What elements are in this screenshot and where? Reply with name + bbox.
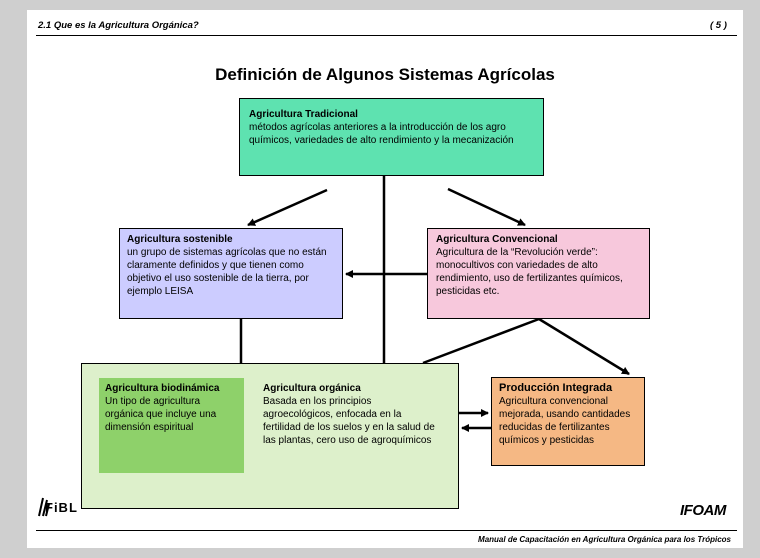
slide: 2.1 Que es la Agricultura Orgánica? ( 5 …	[27, 10, 743, 548]
box-title: Agricultura biodinámica	[105, 383, 220, 394]
box-agricultura-sostenible: Agricultura sostenible un grupo de siste…	[119, 228, 343, 319]
section-header: 2.1 Que es la Agricultura Orgánica?	[38, 20, 199, 31]
footer-text: Manual de Capacitación en Agricultura Or…	[478, 535, 731, 544]
box-title: Producción Integrada	[499, 382, 613, 394]
arrow-conv-to-int	[538, 317, 630, 376]
box-produccion-integrada: Producción Integrada Agricultura convenc…	[491, 377, 645, 466]
arrow-trad-to-conv	[447, 187, 526, 227]
page-number: ( 5 )	[710, 20, 727, 31]
box-title: Agricultura orgánica	[263, 383, 361, 394]
footer-divider	[36, 530, 737, 531]
slide-title: Definición de Algunos Sistemas Agrícolas	[215, 65, 555, 84]
box-text: Agricultura de la “Revolución verde”: mo…	[436, 247, 623, 297]
box-text: métodos agrícolas anteriores a la introd…	[249, 122, 514, 146]
box-title: Agricultura Tradicional	[249, 109, 358, 120]
box-text: Un tipo de agricultura orgánica que incl…	[105, 396, 217, 433]
ifoam-logo: IFOAM	[680, 502, 726, 519]
box-text: un grupo de sistemas agrícolas que no es…	[127, 247, 327, 297]
box-text: Agricultura convencional mejorada, usand…	[499, 396, 631, 446]
box-title: Agricultura Convencional	[436, 234, 558, 245]
fibl-logo: FiBL	[45, 500, 78, 515]
line-conv-to-org	[422, 317, 540, 365]
connector-arrows	[239, 176, 630, 432]
arrow-trad-to-sost	[247, 188, 328, 227]
fibl-logo-mark	[38, 497, 50, 517]
box-text: Basada en los principios agroecológicos,…	[263, 396, 435, 446]
organica-content: Agricultura orgánica Basada en los princ…	[263, 382, 441, 447]
box-agricultura-tradicional: Agricultura Tradicional métodos agrícola…	[239, 98, 544, 176]
header-divider	[36, 35, 737, 36]
box-title: Agricultura sostenible	[127, 234, 233, 245]
box-agricultura-convencional: Agricultura Convencional Agricultura de …	[427, 228, 650, 319]
box-agricultura-biodinamica: Agricultura biodinámica Un tipo de agric…	[99, 378, 244, 473]
